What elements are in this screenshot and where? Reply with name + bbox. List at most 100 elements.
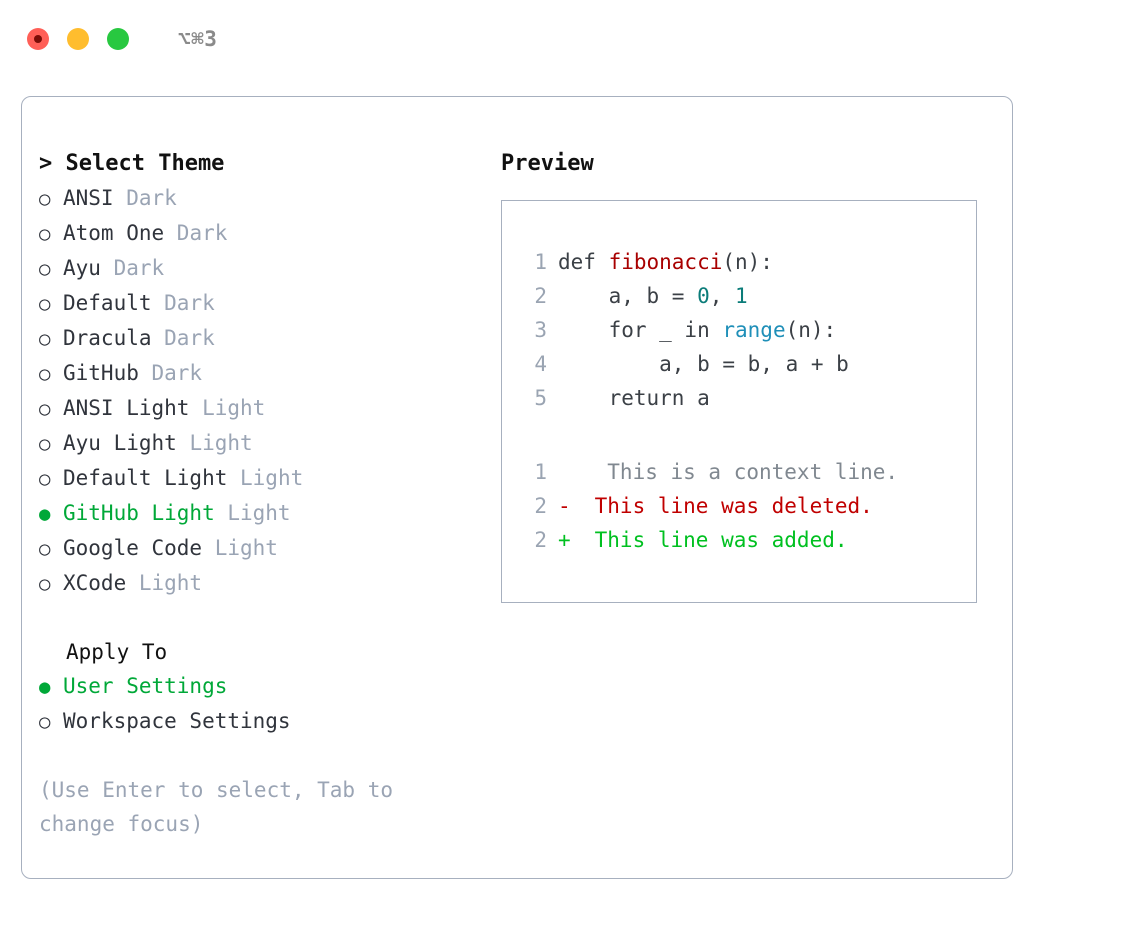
code-token: (n): <box>785 318 837 342</box>
radio-empty-icon: ○ <box>39 223 51 245</box>
theme-option-label: Google Code <box>63 536 203 560</box>
theme-list[interactable]: ○ANSI Dark○Atom One Dark○Ayu Dark○Defaul… <box>39 181 479 601</box>
diff-sign <box>558 455 582 489</box>
apply-to-option-label: Workspace Settings <box>63 709 291 733</box>
theme-option-xcode[interactable]: ○ XCode Light <box>39 566 479 601</box>
theme-option-dracula[interactable]: ○ Dracula Dark <box>39 321 479 356</box>
theme-option-category: Dark <box>138 361 203 385</box>
theme-option-label: ANSI <box>63 186 114 210</box>
diff-sign: + <box>558 528 571 552</box>
maximize-button[interactable] <box>107 28 129 50</box>
code-token: for _ in <box>558 318 723 342</box>
radio-empty-icon: ○ <box>39 363 51 385</box>
code-line: 3 for _ in range(n): <box>520 313 976 347</box>
diff-line: 2- This line was deleted. <box>520 489 976 523</box>
code-token: 0 <box>697 284 710 308</box>
theme-option-ansi-light[interactable]: ○ ANSI Light Light <box>39 391 479 426</box>
close-button[interactable] <box>27 28 49 50</box>
line-number: 2 <box>534 494 547 518</box>
code-token: , <box>709 284 736 308</box>
code-token: a, b = <box>558 284 698 308</box>
theme-option-label: GitHub Light <box>63 501 215 525</box>
radio-empty-icon: ○ <box>39 433 51 455</box>
theme-option-category: Dark <box>100 256 165 280</box>
code-line: 5 return a <box>520 381 976 415</box>
code-line: 2 a, b = 0, 1 <box>520 279 976 313</box>
code-token: 1 <box>735 284 748 308</box>
title-bar: ⌥⌘3 <box>0 0 1140 78</box>
theme-option-category: Light <box>126 571 203 595</box>
radio-empty-icon: ○ <box>39 258 51 280</box>
preview-heading: Preview <box>501 151 594 176</box>
theme-option-label: Ayu <box>63 256 101 280</box>
minimize-button[interactable] <box>67 28 89 50</box>
line-number: 2 <box>534 528 547 552</box>
theme-option-category: Dark <box>151 291 215 315</box>
theme-option-ayu[interactable]: ○ Ayu Dark <box>39 251 479 286</box>
keyboard-shortcut-label: ⌥⌘3 <box>178 27 218 51</box>
apply-to-heading: Apply To <box>66 640 168 664</box>
apply-to-option-workspace-settings[interactable]: ○ Workspace Settings <box>39 704 479 739</box>
theme-option-category: Light <box>202 536 278 560</box>
theme-option-category: Light <box>227 466 304 490</box>
radio-empty-icon: ○ <box>39 328 51 350</box>
radio-empty-icon: ○ <box>39 573 51 595</box>
apply-to-option-label: User Settings <box>63 674 228 698</box>
diff-sample: 1 This is a context line. 2- This line wa… <box>520 455 976 557</box>
code-token: range <box>722 318 786 342</box>
theme-option-label: GitHub <box>63 361 139 385</box>
diff-text: This is a context line. <box>582 460 899 484</box>
preview-gap <box>520 415 976 455</box>
theme-option-github-light[interactable]: ● GitHub Light Light <box>39 496 479 531</box>
theme-option-ansi[interactable]: ○ ANSI Dark <box>39 181 479 216</box>
line-number: 5 <box>534 386 547 410</box>
main-panel: > Select Theme ○ANSI Dark○Atom One Dark○… <box>21 96 1013 879</box>
theme-option-github[interactable]: ○ GitHub Dark <box>39 356 479 391</box>
theme-option-label: Atom One <box>63 221 165 245</box>
radio-selected-icon: ● <box>39 676 51 698</box>
theme-option-ayu-light[interactable]: ○Ayu Light Light <box>39 426 479 461</box>
code-token: fibonacci <box>608 250 723 274</box>
apply-to-options[interactable]: ● User Settings ○ Workspace Settings <box>39 669 479 739</box>
select-theme-heading: > Select Theme <box>39 151 225 176</box>
apply-to-option-user-settings[interactable]: ● User Settings <box>39 669 479 704</box>
line-number: 4 <box>534 352 547 376</box>
theme-option-label: XCode <box>63 571 127 595</box>
radio-selected-icon: ● <box>39 503 51 525</box>
radio-empty-icon: ○ <box>39 293 51 315</box>
line-number: 3 <box>534 318 547 342</box>
theme-option-category: Dark <box>151 326 215 350</box>
theme-option-category: Dark <box>164 221 228 245</box>
theme-option-category: Dark <box>113 186 177 210</box>
line-number: 2 <box>534 284 547 308</box>
radio-empty-icon: ○ <box>39 188 51 210</box>
theme-option-label: Ayu Light <box>63 431 177 455</box>
radio-empty-icon: ○ <box>39 468 51 490</box>
radio-empty-icon: ○ <box>39 711 51 733</box>
diff-text: This line was added. <box>582 528 848 552</box>
code-line: 4 a, b = b, a + b <box>520 347 976 381</box>
code-token: def <box>558 250 609 274</box>
list-spacer <box>39 601 479 635</box>
line-number: 1 <box>534 250 547 274</box>
theme-option-default[interactable]: ○Default Dark <box>39 286 479 321</box>
diff-sign: - <box>558 494 571 518</box>
diff-line: 2 + This line was added. <box>520 523 976 557</box>
theme-option-label: Dracula <box>63 326 152 350</box>
theme-option-label: ANSI Light <box>63 396 190 420</box>
radio-empty-icon: ○ <box>39 398 51 420</box>
line-number: 1 <box>534 460 547 484</box>
theme-option-category: Light <box>189 396 266 420</box>
code-line: 1 def fibonacci(n): <box>520 245 976 279</box>
theme-option-label: Default Light <box>63 466 228 490</box>
theme-option-google-code[interactable]: ○Google Code Light <box>39 531 479 566</box>
theme-option-category: Light <box>214 501 291 525</box>
code-token: (n): <box>722 250 773 274</box>
theme-option-default-light[interactable]: ○ Default Light Light <box>39 461 479 496</box>
keyboard-hint-text: (Use Enter to select, Tab to change focu… <box>39 778 394 836</box>
theme-option-atom-one[interactable]: ○ Atom One Dark <box>39 216 479 251</box>
